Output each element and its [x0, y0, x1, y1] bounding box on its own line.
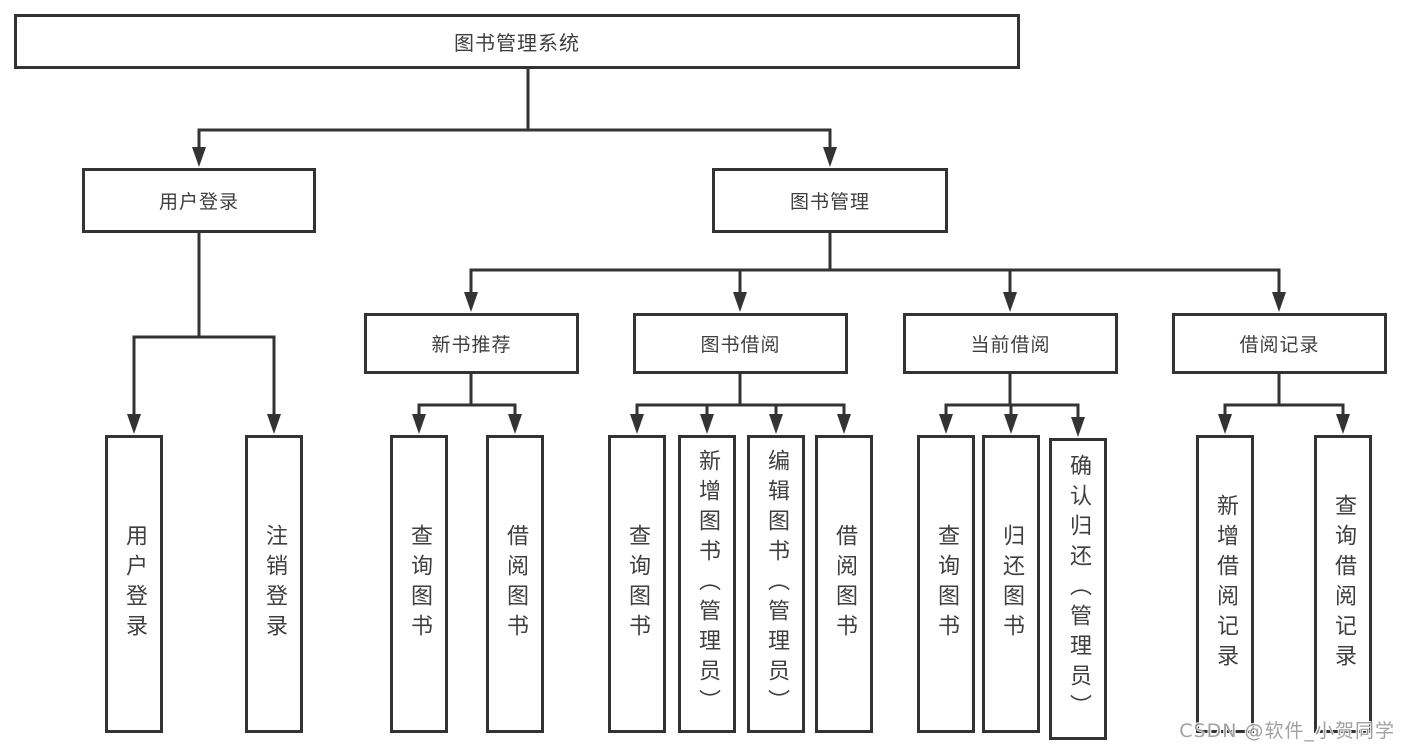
- node-leaf-edit-books-admin: 编辑图书（管理员）: [747, 435, 805, 733]
- node-leaf-borrow-books-1: 借阅图书: [486, 435, 544, 733]
- node-user-login-branch: 用户登录: [82, 168, 316, 233]
- node-new-book-recommend: 新书推荐: [364, 313, 579, 374]
- node-leaf-query-borrow-record: 查询借阅记录: [1314, 435, 1372, 733]
- node-current-borrowing: 当前借阅: [903, 313, 1118, 374]
- node-library-system: 图书管理系统: [14, 14, 1020, 69]
- node-leaf-confirm-return-admin-label: 确认归还（管理员）: [1066, 454, 1091, 724]
- node-leaf-add-borrow-record-label: 新增借阅记录: [1213, 494, 1238, 674]
- node-user-login-branch-label: 用户登录: [158, 191, 239, 213]
- node-leaf-add-books-admin-label: 新增图书（管理员）: [695, 449, 720, 719]
- node-leaf-query-books-3: 查询图书: [917, 435, 975, 733]
- node-current-borrowing-label: 当前借阅: [970, 334, 1051, 356]
- node-leaf-query-books-1: 查询图书: [390, 435, 448, 733]
- node-leaf-return-books-label: 归还图书: [999, 524, 1024, 644]
- node-book-borrowing-label: 图书借阅: [700, 334, 781, 356]
- node-leaf-query-books-2: 查询图书: [608, 435, 666, 733]
- node-leaf-logout: 注销登录: [245, 435, 303, 733]
- node-borrowing-records-label: 借阅记录: [1239, 334, 1320, 356]
- node-leaf-user-login: 用户登录: [105, 435, 163, 733]
- node-leaf-edit-books-admin-label: 编辑图书（管理员）: [764, 449, 789, 719]
- node-book-management-label: 图书管理: [789, 191, 870, 213]
- node-leaf-query-books-1-label: 查询图书: [407, 524, 432, 644]
- node-leaf-borrow-books-2: 借阅图书: [815, 435, 873, 733]
- node-leaf-add-borrow-record: 新增借阅记录: [1196, 435, 1254, 733]
- node-new-book-recommend-label: 新书推荐: [431, 334, 512, 356]
- node-leaf-borrow-books-2-label: 借阅图书: [832, 524, 857, 644]
- node-leaf-user-login-label: 用户登录: [122, 524, 147, 644]
- node-book-management: 图书管理: [712, 168, 948, 233]
- node-leaf-return-books: 归还图书: [982, 435, 1040, 733]
- arrowheads: [127, 147, 1350, 437]
- node-leaf-borrow-books-1-label: 借阅图书: [503, 524, 528, 644]
- node-leaf-query-books-2-label: 查询图书: [625, 524, 650, 644]
- node-borrowing-records: 借阅记录: [1172, 313, 1387, 374]
- node-leaf-query-borrow-record-label: 查询借阅记录: [1331, 494, 1356, 674]
- node-leaf-query-books-3-label: 查询图书: [934, 524, 959, 644]
- node-library-system-label: 图书管理系统: [454, 31, 580, 55]
- node-leaf-add-books-admin: 新增图书（管理员）: [678, 435, 736, 733]
- node-book-borrowing: 图书借阅: [633, 313, 848, 374]
- node-leaf-logout-label: 注销登录: [262, 524, 287, 644]
- node-leaf-confirm-return-admin: 确认归还（管理员）: [1049, 438, 1107, 740]
